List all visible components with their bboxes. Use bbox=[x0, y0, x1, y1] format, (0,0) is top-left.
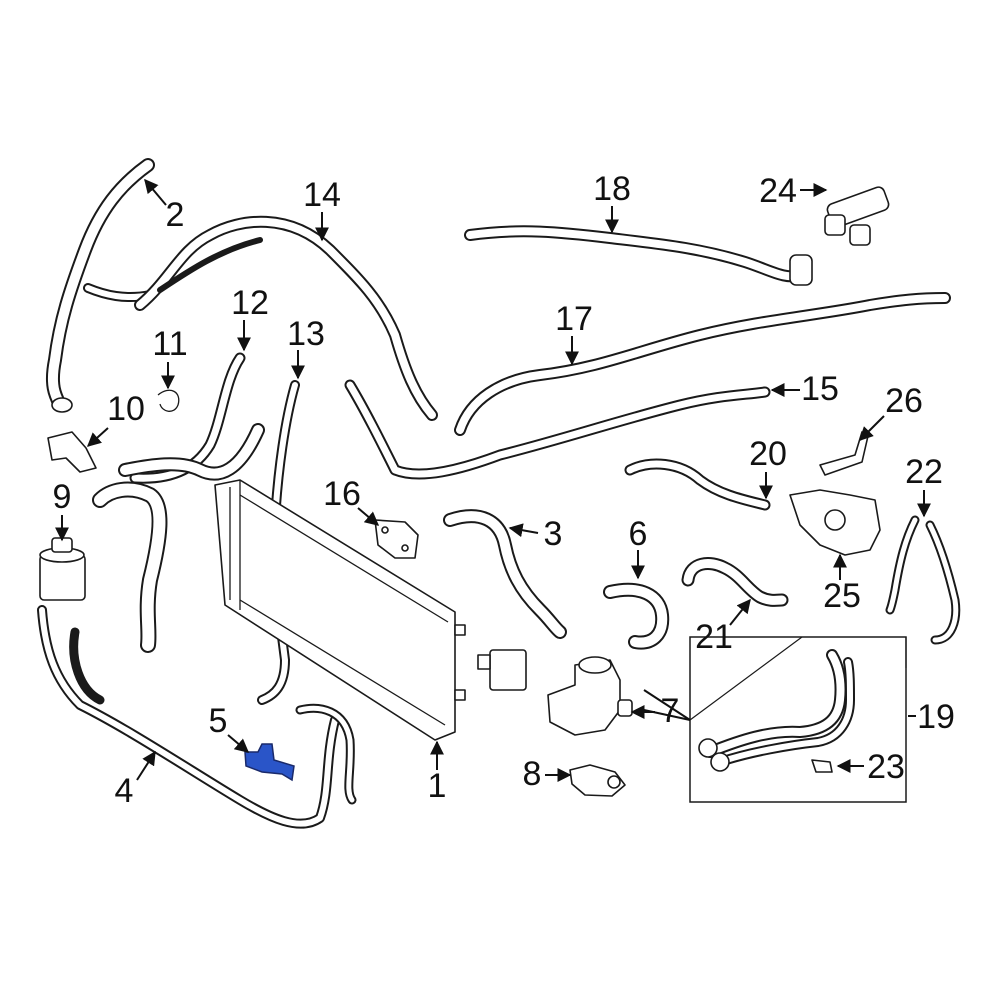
callout-1: 1 bbox=[428, 767, 447, 805]
part-2-hose bbox=[45, 158, 155, 413]
part-7-valve bbox=[547, 656, 633, 736]
callout-23: 23 bbox=[867, 748, 905, 786]
callout-6: 6 bbox=[629, 515, 648, 553]
callout-7: 7 bbox=[661, 692, 680, 730]
leader-3 bbox=[508, 523, 539, 538]
part-24-connector bbox=[824, 186, 890, 246]
leader-10 bbox=[86, 427, 109, 447]
callout-15: 15 bbox=[801, 370, 839, 408]
relay-component bbox=[477, 649, 527, 691]
highlighted-part bbox=[244, 743, 295, 782]
callout-20: 20 bbox=[749, 435, 787, 473]
callout-numbers: 1 2 3 4 5 6 7 8 9 10 11 12 13 14 15 16 1… bbox=[53, 170, 955, 810]
part-11-clip bbox=[157, 389, 180, 412]
part-20-hose bbox=[624, 458, 771, 511]
callout-3: 3 bbox=[544, 515, 563, 553]
part-18-tube bbox=[464, 225, 813, 286]
part-6-hose bbox=[603, 582, 670, 650]
callout-22: 22 bbox=[905, 453, 943, 491]
part-1-condenser bbox=[214, 479, 466, 741]
leader-16 bbox=[357, 507, 380, 526]
leader-2 bbox=[144, 178, 167, 206]
callout-10: 10 bbox=[107, 390, 145, 428]
callout-4: 4 bbox=[115, 772, 134, 810]
callout-26: 26 bbox=[885, 382, 923, 420]
callout-2: 2 bbox=[166, 196, 185, 234]
callout-21: 21 bbox=[695, 618, 733, 656]
callout-12: 12 bbox=[231, 284, 269, 322]
callout-24: 24 bbox=[759, 172, 797, 210]
part-17-tube bbox=[454, 292, 951, 436]
part-10-bracket bbox=[47, 431, 97, 473]
callout-14: 14 bbox=[303, 176, 341, 214]
callout-11: 11 bbox=[152, 325, 187, 363]
leader-26 bbox=[859, 415, 885, 441]
callout-9: 9 bbox=[53, 478, 72, 516]
part-19-box bbox=[643, 636, 916, 803]
box-connector-line-left bbox=[689, 636, 803, 721]
callout-13: 13 bbox=[287, 315, 325, 353]
callout-25: 25 bbox=[823, 577, 861, 615]
part-5-bracket bbox=[244, 743, 295, 782]
hose-assembly-left bbox=[92, 423, 265, 653]
part-22-tube bbox=[885, 515, 961, 645]
callout-17: 17 bbox=[555, 300, 593, 338]
leader-21 bbox=[729, 598, 751, 626]
callout-18: 18 bbox=[593, 170, 631, 208]
part-16-bracket bbox=[374, 519, 419, 559]
callout-5: 5 bbox=[209, 702, 228, 740]
part-15-tube bbox=[344, 379, 771, 480]
leader-5 bbox=[227, 734, 250, 753]
part-8-bracket bbox=[569, 764, 626, 797]
callout-8: 8 bbox=[523, 755, 542, 793]
part-9-filter bbox=[39, 537, 86, 601]
part-4-tube bbox=[37, 605, 357, 829]
callout-19: 19 bbox=[917, 698, 955, 736]
leader-4 bbox=[136, 750, 156, 781]
callout-16: 16 bbox=[323, 475, 361, 513]
part-25-housing bbox=[789, 489, 881, 556]
part-21-hose bbox=[681, 557, 789, 607]
part-12-hose bbox=[129, 352, 246, 484]
part-14-tube bbox=[134, 215, 438, 421]
leader-lines bbox=[55, 178, 931, 782]
part-3-hose bbox=[443, 509, 567, 639]
